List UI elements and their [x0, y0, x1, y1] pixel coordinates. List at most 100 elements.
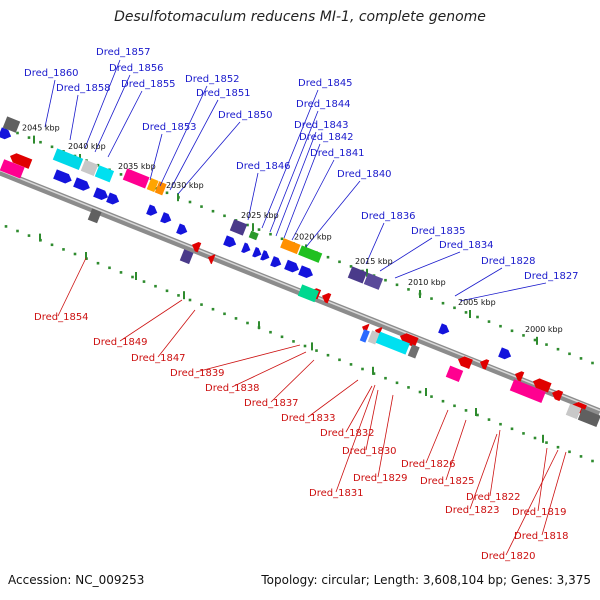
tick-dot	[464, 409, 468, 412]
gene-label: Dred_1839	[170, 368, 225, 379]
reverse-gene-box	[445, 365, 464, 382]
label-leader	[69, 94, 79, 141]
tick-dot	[522, 432, 525, 435]
tick-dot	[27, 234, 31, 237]
tick-dot	[4, 225, 8, 228]
label-leader	[247, 172, 259, 221]
gene-label: Dred_1836	[361, 211, 416, 222]
gene-labels: Dred_1860Dred_1858Dred_1857Dred_1856Dred…	[24, 47, 579, 562]
gene-label: Dred_1860	[24, 68, 79, 79]
forward-gene-box	[298, 245, 323, 263]
reverse-gene	[375, 327, 383, 337]
label-leader	[149, 133, 163, 181]
tick-dot	[246, 223, 249, 227]
tick-dot	[476, 315, 479, 319]
label-leader	[307, 379, 359, 418]
tick-dot	[533, 338, 537, 342]
tick-dot	[50, 243, 54, 247]
tick-dot	[395, 381, 399, 385]
forward-gene-box	[363, 272, 384, 290]
reverse-gene-box	[87, 208, 102, 224]
reverse-gene-box	[297, 284, 319, 303]
tick-dot	[522, 334, 525, 337]
gene-label: Dred_1857	[96, 47, 151, 58]
gene-label: Dred_1845	[298, 78, 353, 89]
label-leader	[94, 74, 131, 153]
forward-gene	[498, 347, 512, 360]
gene-label: Dred_1850	[218, 110, 273, 121]
label-leader	[283, 143, 321, 239]
tick-dot	[211, 307, 215, 311]
reverse-gene-box	[0, 159, 25, 179]
tick-dot	[407, 288, 410, 291]
tick-dot	[165, 191, 169, 195]
tick-dot	[269, 330, 272, 334]
gene-track	[0, 116, 600, 427]
label-leader	[454, 267, 503, 297]
tick-dot	[223, 214, 226, 218]
tick-dot	[188, 298, 192, 302]
tick-dot	[453, 306, 456, 310]
forward-gene	[223, 235, 237, 248]
reverse-gene	[192, 242, 202, 253]
reverse-gene	[515, 371, 525, 382]
label-leader	[377, 394, 394, 478]
forward-gene	[146, 204, 158, 216]
tick-dot	[568, 352, 571, 356]
label-leader	[270, 359, 315, 403]
scale-label: 2020 kbp	[294, 232, 332, 241]
label-leader	[459, 282, 547, 302]
tick-dot	[464, 311, 468, 314]
label-leader	[159, 85, 208, 187]
tick-dot	[39, 140, 42, 144]
label-leader	[365, 222, 385, 265]
gene-label: Dred_1829	[353, 473, 408, 484]
gene-label: Dred_1838	[205, 383, 260, 394]
tick-dot	[579, 455, 583, 458]
gene-label: Dred_1818	[514, 531, 569, 542]
label-leader	[291, 159, 335, 241]
gene-label: Dred_1833	[281, 413, 336, 424]
label-leader	[537, 447, 548, 512]
tick-dot	[487, 320, 491, 323]
forward-gene	[160, 212, 172, 224]
tick-dot	[315, 349, 318, 352]
scale-label: 2045 kbp	[22, 124, 60, 133]
forward-gene-box	[280, 238, 301, 255]
tick-dot	[384, 376, 387, 380]
accession-label: Accession: NC_009253	[8, 573, 145, 587]
tick-dot	[510, 329, 514, 333]
tick-dot	[338, 358, 341, 362]
label-leader	[169, 99, 219, 191]
forward-gene	[270, 256, 282, 268]
label-leader	[345, 385, 373, 433]
label-leader	[195, 344, 301, 373]
tick-dot	[487, 418, 491, 421]
reverse-gene	[10, 153, 33, 169]
tick-dot	[280, 335, 284, 339]
reverse-gene-box	[367, 330, 380, 345]
tick-dot	[349, 265, 353, 268]
gene-label: Dred_1849	[93, 337, 148, 348]
tick-dot	[545, 441, 548, 444]
label-leader	[177, 121, 241, 195]
label-leader	[275, 131, 317, 237]
tick-dot	[96, 261, 100, 265]
tick-dot	[165, 289, 169, 293]
tick-dot	[292, 340, 295, 343]
forward-gene	[176, 223, 188, 235]
tick-dot	[418, 390, 422, 394]
forward-gene-box	[94, 165, 115, 183]
tick-dot	[27, 136, 31, 139]
gene-label: Dred_1820	[481, 551, 536, 562]
label-leader	[107, 90, 143, 158]
gene-label: Dred_1831	[309, 488, 364, 499]
tick-dot	[407, 386, 410, 389]
tick-dot	[441, 301, 445, 305]
tick-dot	[579, 357, 583, 360]
forward-gene	[438, 323, 450, 335]
label-leader	[305, 180, 361, 248]
reverse-gene-box	[375, 331, 410, 355]
